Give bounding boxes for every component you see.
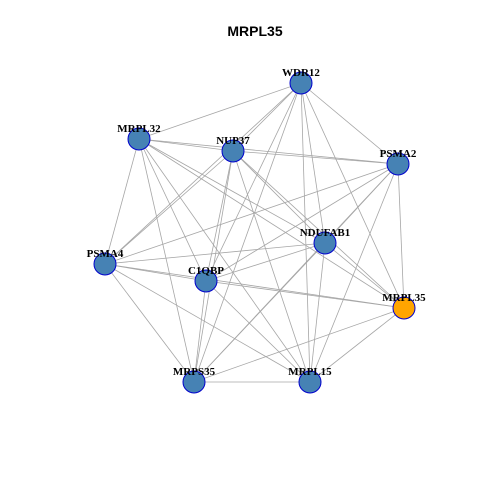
edge-mrpl32-psma4 [104,138,140,265]
edge-wdr12-mrpl32 [138,82,302,140]
edge-psma4-mrpl15 [104,263,311,383]
node-label-mrpl15: MRPL15 [288,366,332,378]
node-label-nup37: NUP37 [216,135,250,147]
edge-nup37-c1qbp [205,150,234,282]
edge-wdr12-mrpl35 [300,82,405,309]
node-mrpl35[interactable] [392,296,416,320]
edge-mrpl35-mrps35 [193,307,405,383]
node-label-c1qbp: C1QBP [188,265,224,277]
edge-nup37-mrpl15 [232,150,311,383]
edge-wdr12-mrps35 [193,82,302,383]
edge-nup37-mrps35 [193,150,234,383]
node-label-psma4: PSMA4 [87,248,124,260]
edge-mrpl32-mrpl35 [138,138,405,309]
edge-wdr12-psma2 [300,82,399,165]
edge-mrpl35-mrpl15 [309,307,405,383]
node-c1qbp[interactable] [194,269,218,293]
edge-c1qbp-mrpl15 [205,280,311,383]
edge-ndufab1-c1qbp [205,242,326,282]
node-mrpl32[interactable] [127,127,151,151]
edge-psma2-mrpl15 [309,163,399,383]
edge-ndufab1-mrps35 [193,242,326,383]
edge-ndufab1-mrpl15 [309,242,326,383]
node-label-mrpl32: MRPL32 [117,123,161,135]
node-label-ndufab1: NDUFAB1 [300,227,351,239]
edge-ndufab1-psma4 [104,242,326,265]
edge-psma2-mrpl35 [397,163,405,309]
node-mrps35[interactable] [182,370,206,394]
edge-wdr12-psma4 [104,82,302,265]
edge-nup37-ndufab1 [232,150,326,244]
edge-layer [104,82,405,383]
edge-mrpl32-mrpl15 [138,138,311,383]
node-layer [93,71,416,394]
edge-mrpl32-ndufab1 [138,138,326,244]
edge-wdr12-c1qbp [205,82,302,282]
node-wdr12[interactable] [289,71,313,95]
edge-mrpl32-c1qbp [138,138,207,282]
edge-psma4-mrps35 [104,263,195,383]
edge-psma2-c1qbp [205,163,399,282]
node-ndufab1[interactable] [313,231,337,255]
node-nup37[interactable] [221,139,245,163]
edge-c1qbp-mrps35 [193,280,207,383]
edge-mrpl32-psma2 [138,138,399,165]
edge-mrpl32-mrps35 [138,138,195,383]
edge-nup37-psma2 [232,150,399,165]
edge-c1qbp-mrpl35 [205,280,405,309]
node-psma2[interactable] [386,152,410,176]
edge-psma4-mrpl35 [104,263,405,309]
node-label-mrps35: MRPS35 [173,366,216,378]
node-label-wdr12: WDR12 [282,67,320,79]
edge-wdr12-ndufab1 [300,82,326,244]
diagram-title: MRPL35 [227,23,282,39]
edge-ndufab1-mrpl35 [324,242,405,309]
edge-nup37-psma4 [104,150,234,265]
edge-wdr12-nup37 [232,82,302,152]
edge-psma2-psma4 [104,163,399,265]
edge-nup37-mrpl35 [232,150,405,309]
node-psma4[interactable] [93,252,117,276]
edge-mrpl32-nup37 [138,138,234,152]
node-label-mrpl35: MRPL35 [382,292,426,304]
node-mrpl15[interactable] [298,370,322,394]
node-label-psma2: PSMA2 [380,148,417,160]
